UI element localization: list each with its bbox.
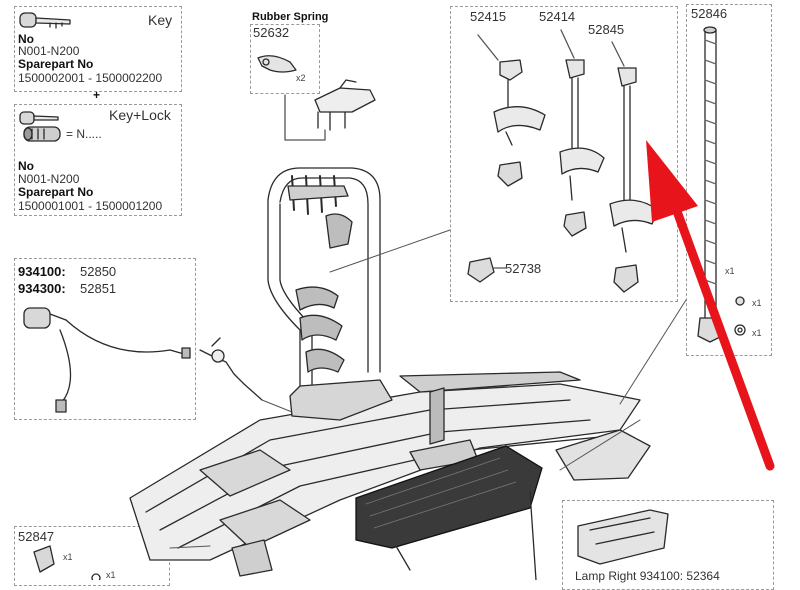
rubber-spring-title: Rubber Spring bbox=[252, 11, 329, 23]
arm-52845-icon bbox=[609, 41, 659, 293]
key-sparepart-value: 1500002001 - 1500002200 bbox=[18, 71, 163, 85]
arm-52415-icon bbox=[477, 34, 546, 187]
clamp-icon bbox=[314, 79, 376, 131]
red-arrow-icon bbox=[646, 140, 775, 471]
pad-52738-label: 52738 bbox=[505, 261, 542, 276]
bottom-left-qty1: x1 bbox=[63, 552, 73, 562]
keylock-no-value: N001-N200 bbox=[18, 172, 80, 186]
plate-holder-icon bbox=[355, 445, 543, 580]
carrier-platform-icon bbox=[129, 371, 651, 577]
key-box bbox=[14, 6, 182, 92]
arm-52415-label: 52415 bbox=[470, 9, 507, 24]
wiring-box bbox=[14, 258, 196, 420]
screw-qty: x1 bbox=[752, 298, 762, 308]
key-no-label: No bbox=[18, 32, 34, 46]
pad-52738-icon bbox=[467, 257, 507, 283]
rubber-spring-box bbox=[250, 24, 320, 94]
wiring-934300-label: 934300: bbox=[18, 281, 66, 296]
keylock-sparepart-value: 1500001001 - 1500001200 bbox=[18, 199, 163, 213]
bottom-left-qty2: x1 bbox=[106, 570, 116, 580]
bolt-qty: x1 bbox=[725, 266, 735, 276]
key-sparepart-label: Sparepart No bbox=[18, 57, 94, 71]
fitting-icon bbox=[33, 545, 101, 580]
arm-52414-icon bbox=[559, 29, 605, 237]
lamp-icon bbox=[577, 509, 669, 565]
arms-box bbox=[450, 6, 678, 302]
arm-52845-label: 52845 bbox=[588, 22, 625, 37]
key-title: Key bbox=[148, 12, 173, 28]
wiring-934100-label: 934100: bbox=[18, 264, 66, 279]
keylock-sparepart-label: Sparepart No bbox=[18, 185, 94, 199]
rubber-spring-icon bbox=[257, 55, 297, 73]
carrier-arch-icon bbox=[267, 167, 381, 387]
keylock-title: Key+Lock bbox=[109, 107, 171, 123]
rubber-spring-qty: x2 bbox=[296, 73, 306, 83]
key-no-value: N001-N200 bbox=[18, 44, 80, 58]
washer-qty: x1 bbox=[752, 328, 762, 338]
bolt-number: 52846 bbox=[691, 6, 728, 21]
lamp-right-label: Lamp Right 934100: 52364 bbox=[575, 569, 720, 583]
key-lock-icon bbox=[19, 111, 61, 142]
plus-sign: + bbox=[93, 88, 101, 102]
cable-set-icon bbox=[23, 307, 263, 413]
wiring-934100-number: 52850 bbox=[80, 264, 117, 279]
arm-52414-label: 52414 bbox=[539, 9, 576, 24]
key-icon bbox=[19, 12, 71, 29]
bottom-left-number: 52847 bbox=[18, 529, 55, 544]
keylock-equals-label: = N..... bbox=[66, 127, 102, 141]
rubber-spring-number: 52632 bbox=[253, 25, 290, 40]
keylock-no-label: No bbox=[18, 159, 34, 173]
keylock-box bbox=[14, 104, 182, 216]
wiring-934300-number: 52851 bbox=[80, 281, 117, 296]
